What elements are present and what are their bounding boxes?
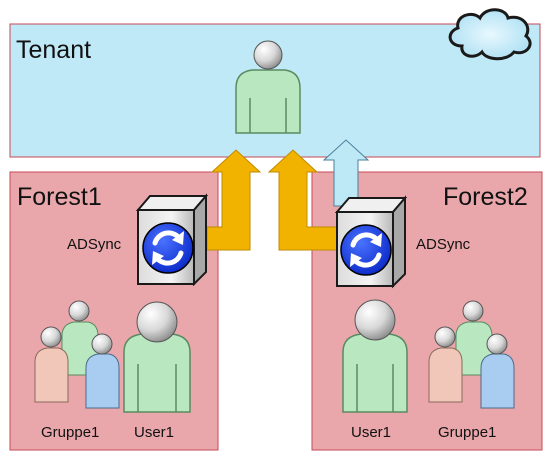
sync-icon	[340, 224, 392, 276]
forest1-user-label: User1	[134, 424, 174, 441]
forest2-user-label: User1	[351, 424, 391, 441]
group-icon	[428, 300, 515, 409]
forest2-group-label: Gruppe1	[438, 424, 496, 441]
tenant-label: Tenant	[16, 36, 91, 64]
user-icon	[342, 299, 408, 413]
forest1-group-label: Gruppe1	[41, 424, 99, 441]
group-icon	[34, 300, 120, 409]
arrow-icon	[206, 149, 262, 251]
cloud-icon	[448, 8, 532, 61]
forest2-label: Forest2	[443, 183, 528, 211]
sync-icon	[142, 222, 194, 274]
tenant-user-icon	[235, 40, 301, 134]
forest1-label: Forest1	[17, 183, 102, 211]
forest1-adsync-label: ADSync	[67, 236, 122, 253]
forest2-adsync-label: ADSync	[416, 236, 471, 253]
arrow-icon	[267, 149, 339, 251]
user-icon	[123, 301, 191, 413]
